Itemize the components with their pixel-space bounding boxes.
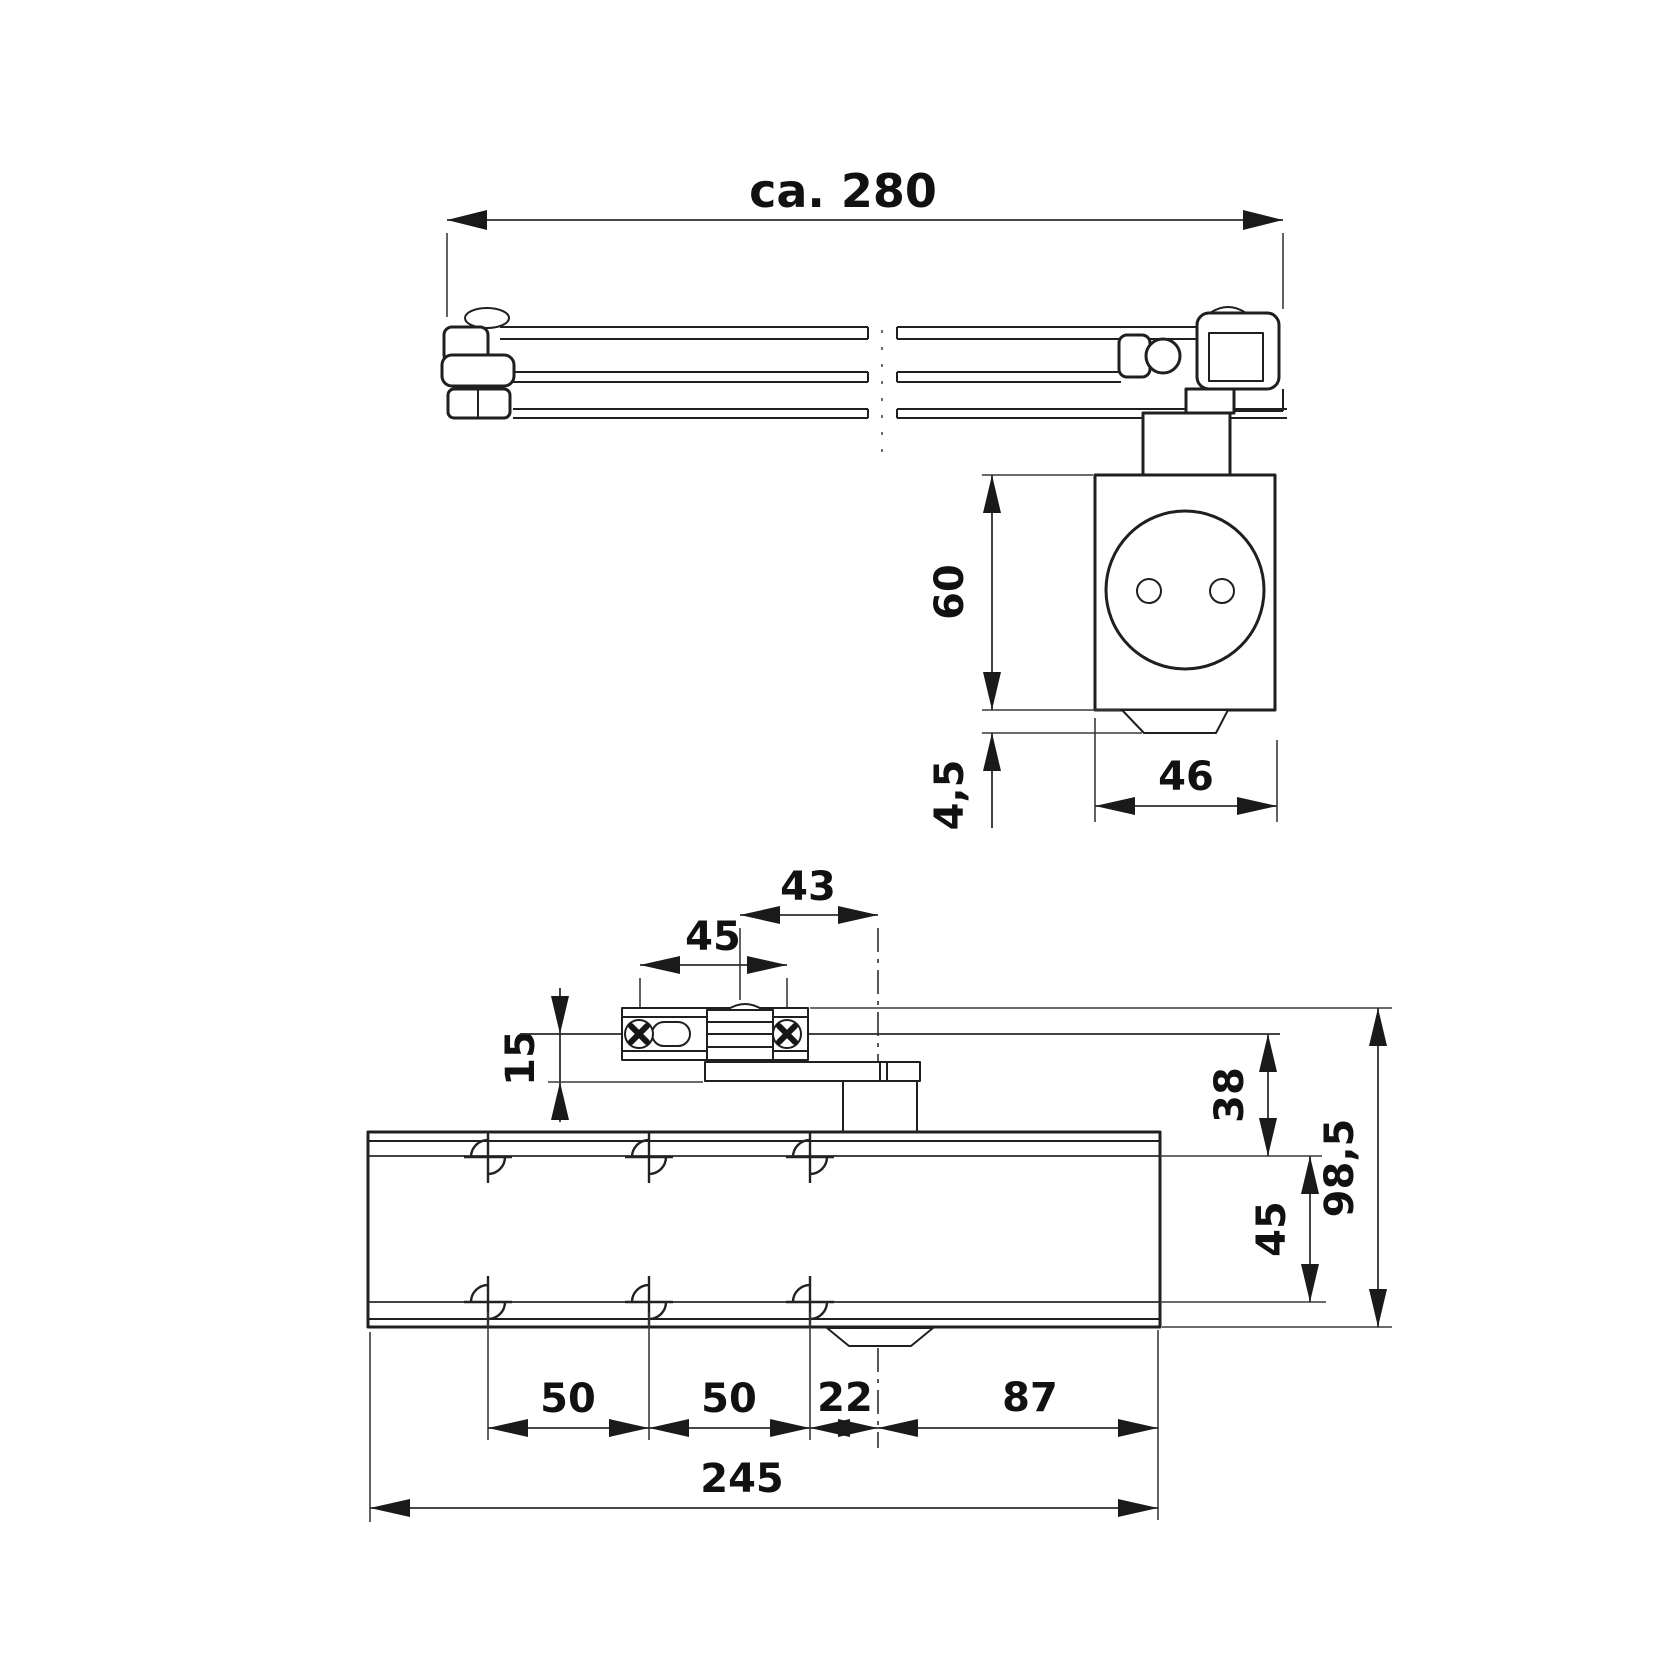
spindle-block-front [842, 1080, 918, 1133]
dim-label-row-spacing: 45 [1249, 1201, 1295, 1257]
dim-label-bracket-screw-spacing: 45 [685, 914, 741, 960]
front-view: 43 45 15 [366, 864, 1392, 1522]
dim-overall-height: 98,5 [1317, 1008, 1387, 1327]
arm-assembly [440, 306, 1287, 477]
valve-hole-right [1209, 578, 1235, 604]
dim-label-body-height: 60 [927, 564, 973, 620]
dim-bracket-drop: 15 [498, 988, 703, 1122]
dim-label-overall-height: 98,5 [1317, 1119, 1363, 1218]
dim-body-width: 46 [1094, 718, 1278, 822]
valve-cap-side [1121, 709, 1229, 734]
dim-label-hole-pitch-a: 50 [540, 1376, 596, 1422]
dim-arm-length: ca. 280 [446, 164, 1284, 317]
end-cap-circle [1104, 509, 1266, 671]
closer-body-front [366, 1130, 1162, 1347]
spindle-neck-lower [1141, 411, 1232, 477]
dim-label-body-width: 46 [1158, 754, 1214, 800]
dim-row-spacing: 45 [1249, 1156, 1319, 1302]
dim-label-axis-to-top-row: 38 [1207, 1067, 1253, 1123]
dim-label-arm-length: ca. 280 [749, 164, 937, 218]
arm-mounting-bracket [621, 1003, 809, 1061]
valve-cap-front [826, 1327, 934, 1347]
dim-label-last-hole-to-spindle: 22 [817, 1375, 873, 1421]
fixing-hole [625, 1131, 673, 1183]
fixing-hole [786, 1131, 834, 1183]
fixing-hole [786, 1276, 834, 1328]
dim-bracket-screw-spacing: 45 [639, 914, 788, 1018]
valve-hole-left [1136, 578, 1162, 604]
dim-label-pivot-to-spindle: 43 [780, 864, 836, 910]
dim-body-height: 60 [927, 474, 1120, 711]
fixing-hole-symbols [464, 1131, 834, 1328]
dim-label-body-length: 245 [700, 1456, 784, 1502]
fixing-hole [464, 1131, 512, 1183]
arm-elbow-pivot [1144, 337, 1182, 375]
body-outline-front [366, 1130, 1162, 1329]
dim-label-cap-height: 4,5 [927, 760, 973, 831]
closer-body-side [1093, 473, 1277, 734]
dim-label-bracket-drop: 15 [498, 1030, 544, 1086]
dim-body-length: 245 [369, 1332, 1158, 1522]
dim-cap-height: 4,5 [927, 732, 1142, 831]
spindle-neck-upper [1184, 387, 1236, 415]
dim-label-hole-pitch-b: 50 [701, 1376, 757, 1422]
body-outline-side [1093, 473, 1277, 712]
side-view: ca. 280 [440, 164, 1287, 831]
dim-axis-to-top-row: 38 [1207, 1034, 1277, 1156]
arm-bar-front [704, 1061, 921, 1082]
dim-hole-pitch-chain: 50 50 22 87 [487, 1312, 1159, 1520]
dim-label-spindle-to-end: 87 [1002, 1375, 1058, 1421]
arm-and-spindle-front [704, 1061, 921, 1133]
dim-pivot-to-spindle: 43 [739, 864, 878, 1000]
